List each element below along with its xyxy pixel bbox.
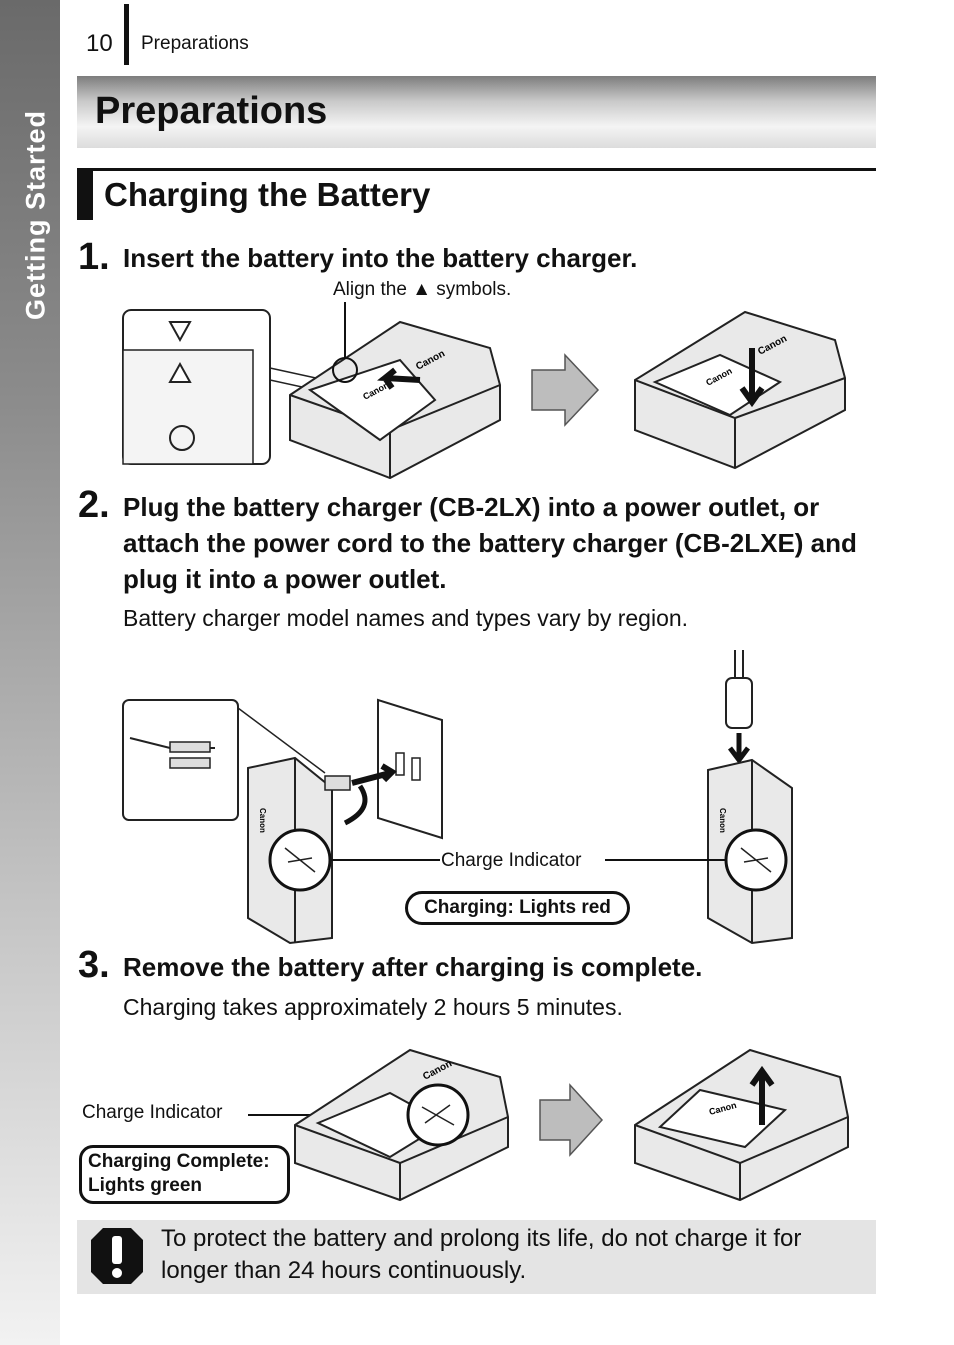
chapter-title-band: Preparations — [77, 76, 876, 148]
step-2-text: Plug the battery charger (CB-2LX) into a… — [123, 492, 857, 594]
step-3-note: Charging takes approximately 2 hours 5 m… — [123, 994, 623, 1020]
charging-status-pill: Charging: Lights red — [405, 891, 630, 925]
caution-note: To protect the battery and prolong its l… — [77, 1220, 876, 1294]
insert-battery-illustration: Canon Canon Canon Canon — [122, 302, 846, 480]
charger-brand-label-3: Canon — [258, 808, 267, 833]
step-3-number: 3. — [78, 944, 110, 986]
section-rule — [77, 168, 876, 171]
charge-indicator-label-2: Charge Indicator — [82, 1102, 223, 1123]
side-tab: Getting Started — [0, 0, 60, 1345]
step-1-number: 1. — [78, 236, 110, 278]
exclamation-icon — [91, 1228, 143, 1284]
charging-complete-callout: Charging Complete: Lights green — [79, 1145, 290, 1204]
align-callout: Align the ▲ symbols. — [333, 279, 512, 300]
section-marker — [77, 171, 93, 220]
step-3-text: Remove the battery after charging is com… — [123, 952, 703, 982]
section-title: Charging the Battery — [104, 176, 431, 213]
charging-complete-line-2: Lights green — [88, 1175, 203, 1196]
step-2-number: 2. — [78, 484, 110, 526]
charge-indicator-label-1: Charge Indicator — [441, 850, 582, 871]
side-tab-label: Getting Started — [20, 109, 51, 321]
caution-text: To protect the battery and prolong its l… — [161, 1225, 802, 1284]
step-2-note: Battery charger model names and types va… — [123, 605, 689, 631]
remove-battery-illustration: Canon Canon — [248, 1048, 849, 1202]
section-heading: Charging the Battery — [77, 168, 876, 220]
page-number: 10 — [86, 30, 113, 57]
page-title: Preparations — [95, 90, 328, 132]
charging-complete-line-1: Charging Complete: — [88, 1151, 270, 1172]
plug-in-illustration: Canon Canon — [122, 650, 793, 945]
charger-brand-label-4: Canon — [718, 808, 727, 833]
running-header: Preparations — [141, 33, 249, 54]
step-1-text: Insert the battery into the battery char… — [123, 243, 638, 273]
header-divider — [124, 4, 129, 65]
